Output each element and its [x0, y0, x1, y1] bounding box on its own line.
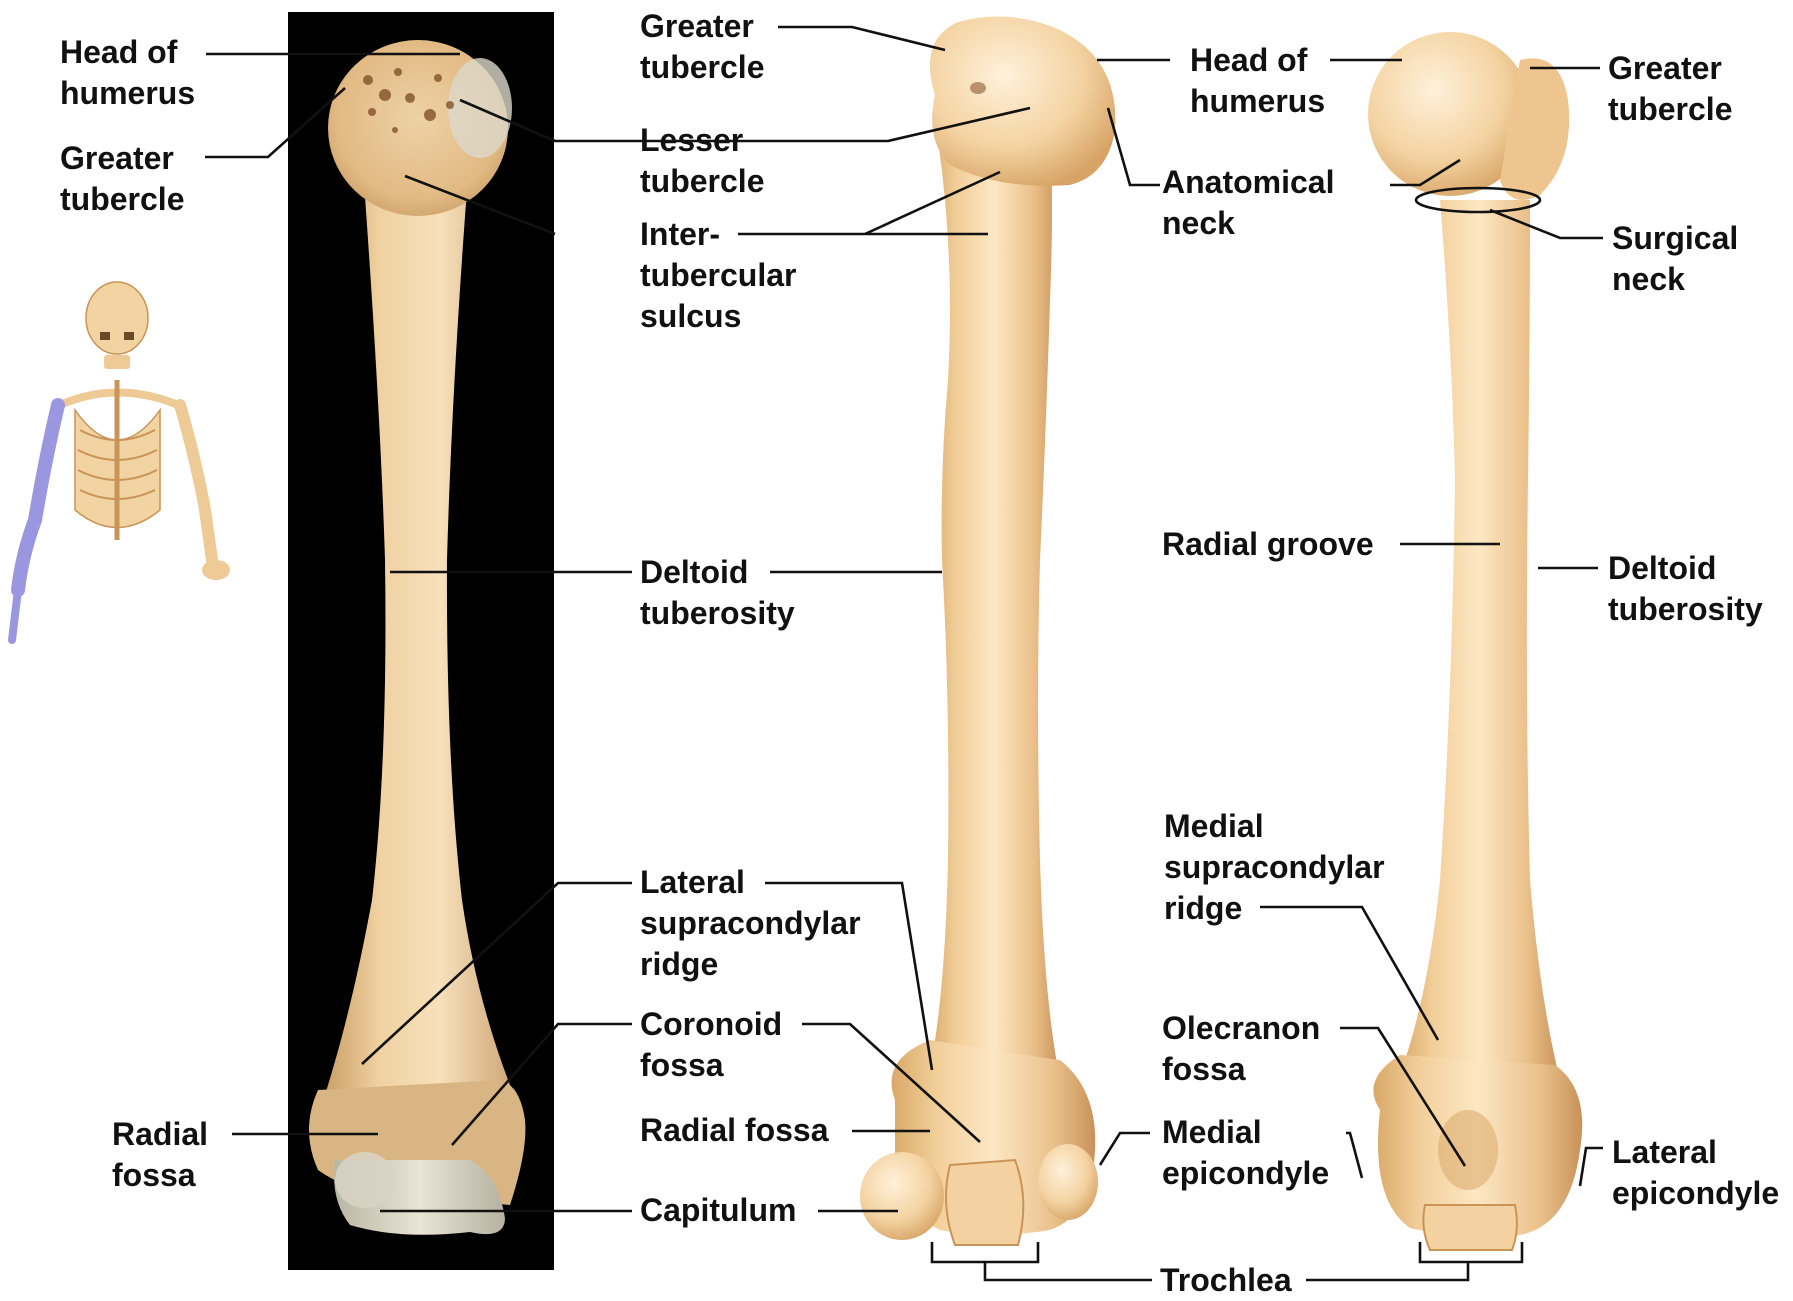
label-medial-epicondyle: Medial epicondyle — [1162, 1112, 1329, 1194]
label-medial-supracondylar-ridge: Medial supracondylar ridge — [1164, 806, 1385, 929]
label-anatomical-neck: Anatomical neck — [1162, 162, 1334, 244]
leader-post-lateral-epicondyle — [1580, 1148, 1603, 1186]
label-middle-head-of-humerus: Head of humerus — [1190, 40, 1325, 122]
label-lesser-tubercle: Lesser tubercle — [640, 120, 764, 202]
leader-mid-medial-epicondyle-a — [1100, 1133, 1150, 1165]
anterior-medial-epicondyle — [1038, 1144, 1098, 1220]
label-surgical-neck: Surgical neck — [1612, 218, 1738, 300]
leader-mid-medial-epicondyle-b — [1346, 1133, 1362, 1178]
label-trochlea: Trochlea — [1160, 1260, 1292, 1301]
label-anterior-greater-tubercle: Greater tubercle — [640, 6, 764, 88]
label-lateral-supracondylar-ridge: Lateral supracondylar ridge — [640, 862, 861, 985]
label-photo-head-of-humerus: Head of humerus — [60, 32, 195, 114]
anterior-head — [930, 17, 1115, 186]
anterior-shaft — [928, 140, 1060, 1080]
posterior-shaft — [1398, 200, 1560, 1080]
anterior-trochlea — [946, 1160, 1023, 1245]
label-radial-groove: Radial groove — [1162, 524, 1374, 565]
photo-capitulum — [335, 1152, 395, 1208]
leader-ant-greater-tubercle — [778, 27, 945, 50]
label-coronoid-fossa: Coronoid fossa — [640, 1004, 782, 1086]
leader-trochlea-b — [1306, 1262, 1468, 1280]
label-posterior-greater-tubercle: Greater tubercle — [1608, 48, 1732, 130]
label-olecranon-fossa: Olecranon fossa — [1162, 1008, 1320, 1090]
humerus-posterior-illustration — [1368, 32, 1582, 1250]
label-photo-greater-tubercle: Greater tubercle — [60, 138, 184, 220]
label-lateral-epicondyle: Lateral epicondyle — [1612, 1132, 1779, 1214]
skeleton-thumbnail-icon — [12, 282, 230, 640]
anterior-foramen — [970, 82, 986, 94]
posterior-trochlea — [1423, 1205, 1517, 1250]
label-photo-radial-fossa: Radial fossa — [112, 1114, 208, 1196]
leader-mid-anatomical-neck-a — [1108, 108, 1160, 185]
label-capitulum: Capitulum — [640, 1190, 796, 1231]
label-intertubercular-sulcus: Inter- tubercular sulcus — [640, 214, 796, 337]
label-anterior-deltoid-tuberosity: Deltoid tuberosity — [640, 552, 795, 634]
label-anterior-radial-fossa: Radial fossa — [640, 1110, 829, 1151]
humerus-photo — [288, 12, 554, 1270]
anterior-capitulum — [860, 1152, 944, 1240]
highlighted-left-humerus — [18, 405, 58, 590]
label-posterior-deltoid-tuberosity: Deltoid tuberosity — [1608, 548, 1763, 630]
leader-trochlea-a — [985, 1262, 1152, 1280]
posterior-olecranon-fossa — [1438, 1110, 1498, 1190]
humerus-anterior-illustration — [860, 17, 1115, 1245]
